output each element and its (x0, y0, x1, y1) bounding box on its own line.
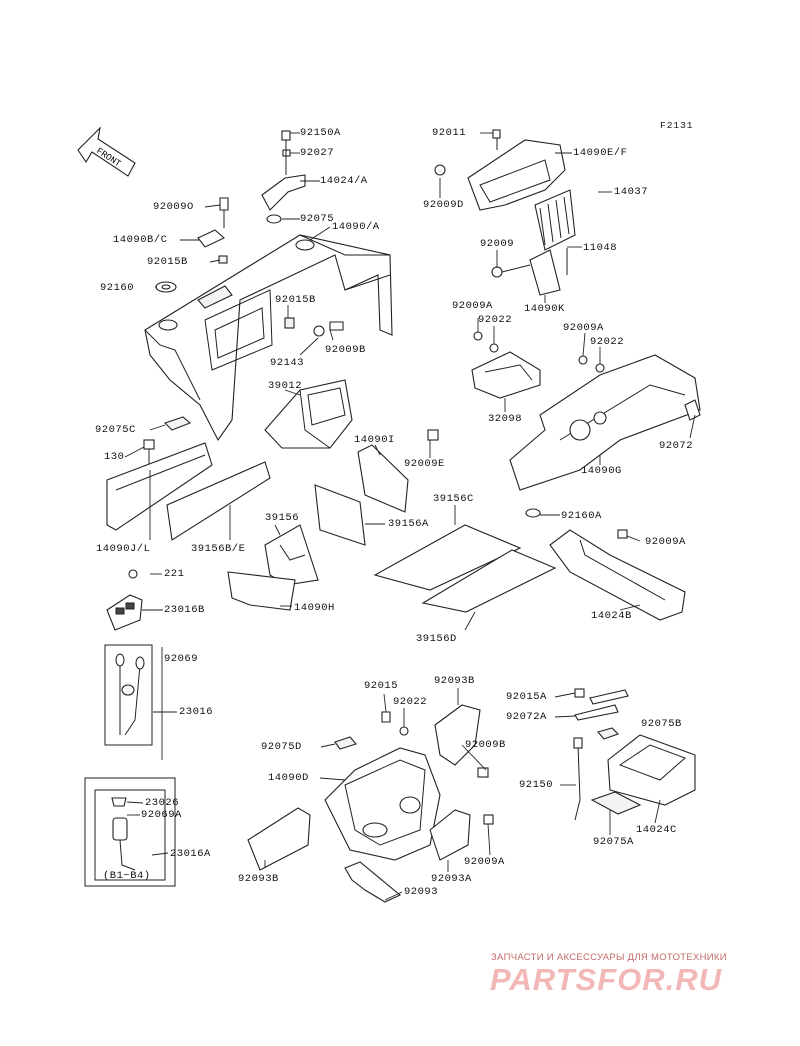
label-92093b-lower: 92093B (238, 873, 279, 885)
label-92093b-upper: 92093B (434, 675, 475, 687)
front-arrow: FRONT (77, 126, 136, 177)
label-92009b-lower: 92009B (465, 739, 506, 751)
label-92069: 92069 (164, 653, 199, 665)
label-92009a-mid: 92009A (645, 536, 686, 548)
label-92093: 92093 (404, 886, 439, 898)
label-92075d: 92075D (261, 741, 302, 753)
label-23026: 23026 (145, 797, 180, 809)
label-14090i: 14090I (354, 434, 395, 446)
label-221: 221 (164, 568, 185, 580)
wiring-box-23016a (84, 777, 176, 887)
label-92093a: 92093A (431, 873, 472, 885)
cover-14090jl (106, 442, 213, 531)
label-39156: 39156 (265, 512, 300, 524)
label-92022-top: 92022 (478, 314, 513, 326)
label-b1-b4: (B1~B4) (103, 870, 151, 882)
label-92015: 92015 (364, 680, 399, 692)
box-14024c (607, 734, 696, 806)
front-fender-part (144, 234, 393, 442)
label-39156a: 39156A (388, 518, 429, 530)
label-23016a: 23016A (170, 848, 211, 860)
label-92075a: 92075A (593, 836, 634, 848)
label-32098: 32098 (488, 413, 523, 425)
bracket-14090bc (197, 229, 225, 248)
label-23016: 23016 (179, 706, 214, 718)
label-92022-right: 92022 (590, 336, 625, 348)
label-92009a-bottom: 92009A (464, 856, 505, 868)
label-92075b: 92075B (641, 718, 682, 730)
label-92015b-center: 92015B (275, 294, 316, 306)
label-14090k: 14090K (524, 303, 565, 315)
label-14090g: 14090G (581, 465, 622, 477)
label-92009e: 92009E (404, 458, 445, 470)
watermark-subtitle: ЗАПЧАСТИ И АКСЕССУАРЫ ДЛЯ МОТОТЕХНИКИ (491, 952, 727, 963)
pad-39156c (373, 524, 522, 591)
label-92015a: 92015A (506, 691, 547, 703)
bracket-92093b-upper (434, 704, 481, 766)
label-92075c: 92075C (95, 424, 136, 436)
label-14090a: 14090/A (332, 221, 380, 233)
radiator-14037 (534, 189, 576, 251)
label-14090ef: 14090E/F (573, 147, 628, 159)
label-92022-lower: 92022 (393, 696, 428, 708)
bracket-14024a (261, 174, 306, 211)
label-14090d: 14090D (268, 772, 309, 784)
label-92150: 92150 (519, 779, 554, 791)
label-92072: 92072 (659, 440, 694, 452)
label-92072a: 92072A (506, 711, 547, 723)
figure-code: F2131 (660, 120, 694, 131)
label-92069a: 92069A (141, 809, 182, 821)
label-14024c: 14024C (636, 824, 677, 836)
label-92160: 92160 (100, 282, 135, 294)
label-39156d: 39156D (416, 633, 457, 645)
pad-39156d (421, 549, 557, 613)
label-92009a-right: 92009A (563, 322, 604, 334)
label-11048: 11048 (583, 242, 618, 254)
label-130: 130 (104, 451, 125, 463)
battery-case-14090d (324, 747, 441, 861)
label-92027: 92027 (300, 147, 335, 159)
label-14090jl: 14090J/L (96, 543, 151, 555)
label-14090bc: 14090B/C (113, 234, 168, 246)
label-92009a-top: 92009A (452, 300, 493, 312)
label-92015b-left: 92015B (147, 256, 188, 268)
label-92143: 92143 (270, 357, 305, 369)
label-39012: 39012 (268, 380, 303, 392)
label-14037: 14037 (614, 186, 649, 198)
pad-39156be (166, 461, 271, 541)
label-92009d: 92009D (423, 199, 464, 211)
label-23016b: 23016B (164, 604, 205, 616)
label-92011: 92011 (432, 127, 467, 139)
cover-14090ef (467, 139, 566, 211)
wiring-box-23016 (104, 644, 153, 746)
watermark-brand: PARTSFOR.RU (490, 962, 723, 997)
label-92075: 92075 (300, 213, 335, 225)
label-14090h: 14090H (294, 602, 335, 614)
label-92009b-upper: 92009B (325, 344, 366, 356)
panel-14090g (509, 354, 701, 491)
label-92009: 92009 (480, 238, 515, 250)
label-39156c: 39156C (433, 493, 474, 505)
label-92009o: 92009O (153, 201, 194, 213)
label-39156be: 39156B/E (191, 543, 246, 555)
label-92150a: 92150A (300, 127, 341, 139)
label-14024a: 14024/A (320, 175, 368, 187)
bracket-92093b-lower (247, 807, 311, 871)
bracket-32098 (471, 351, 541, 399)
label-92160a: 92160A (561, 510, 602, 522)
label-14024b: 14024B (591, 610, 632, 622)
